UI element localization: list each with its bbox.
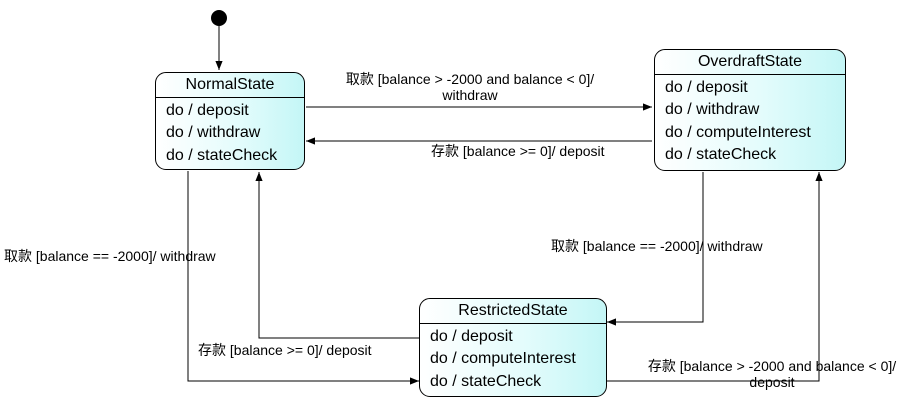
state-overdraft-action-deposit: do / deposit (665, 79, 748, 96)
transition-restricted-to-normal (255, 172, 419, 339)
state-restricted-title: RestrictedState (420, 299, 606, 324)
label-normal-to-restricted: 取款 [balance == -2000]/ withdraw (4, 248, 216, 264)
state-restricted-action-computeinterest: do / computeInterest (430, 350, 576, 368)
state-overdraft-action-withdraw: do / withdraw (665, 101, 760, 119)
state-normal-action-deposit: do / deposit (166, 102, 249, 119)
state-restricted-action-statecheck: do / stateCheck (430, 372, 542, 390)
state-normal-action-withdraw: do / withdraw (166, 124, 261, 142)
label-normal-to-overdraft-line1: 取款 [balance > -2000 and balance < 0]/ (345, 71, 595, 87)
label-normal-to-overdraft-line2: withdraw (442, 87, 498, 103)
label-overdraft-to-normal: 存款 [balance >= 0]/ deposit (431, 143, 605, 159)
label-normal-to-overdraft: 取款 [balance > -2000 and balance < 0]/ wi… (325, 71, 615, 103)
label-overdraft-to-restricted: 取款 [balance == -2000]/ withdraw (551, 238, 763, 254)
state-normal-action-statecheck: do / stateCheck (166, 146, 278, 164)
state-normal: NormalState do / deposit do / withdraw d… (155, 72, 305, 170)
state-overdraft: OverdraftState do / deposit do / withdra… (654, 49, 846, 171)
state-overdraft-action-computeinterest: do / computeInterest (665, 123, 811, 141)
transition-normal-to-restricted (187, 171, 419, 385)
state-overdraft-title: OverdraftState (655, 50, 845, 75)
state-normal-title: NormalState (156, 73, 304, 98)
state-restricted: RestrictedState do / deposit do / comput… (419, 298, 607, 397)
initial-state-dot (211, 10, 227, 26)
state-restricted-action-deposit: do / deposit (430, 328, 513, 345)
label-restricted-to-overdraft-line1: 存款 [balance > -2000 and balance < 0]/ (647, 358, 897, 374)
label-restricted-to-overdraft: 存款 [balance > -2000 and balance < 0]/ de… (628, 358, 916, 390)
transition-overdraft-to-restricted (607, 172, 704, 326)
state-overdraft-action-statecheck: do / stateCheck (665, 146, 777, 164)
label-restricted-to-overdraft-line2: deposit (749, 374, 795, 390)
label-restricted-to-normal: 存款 [balance >= 0]/ deposit (198, 342, 372, 358)
transition-restricted-to-overdraft (607, 172, 823, 382)
